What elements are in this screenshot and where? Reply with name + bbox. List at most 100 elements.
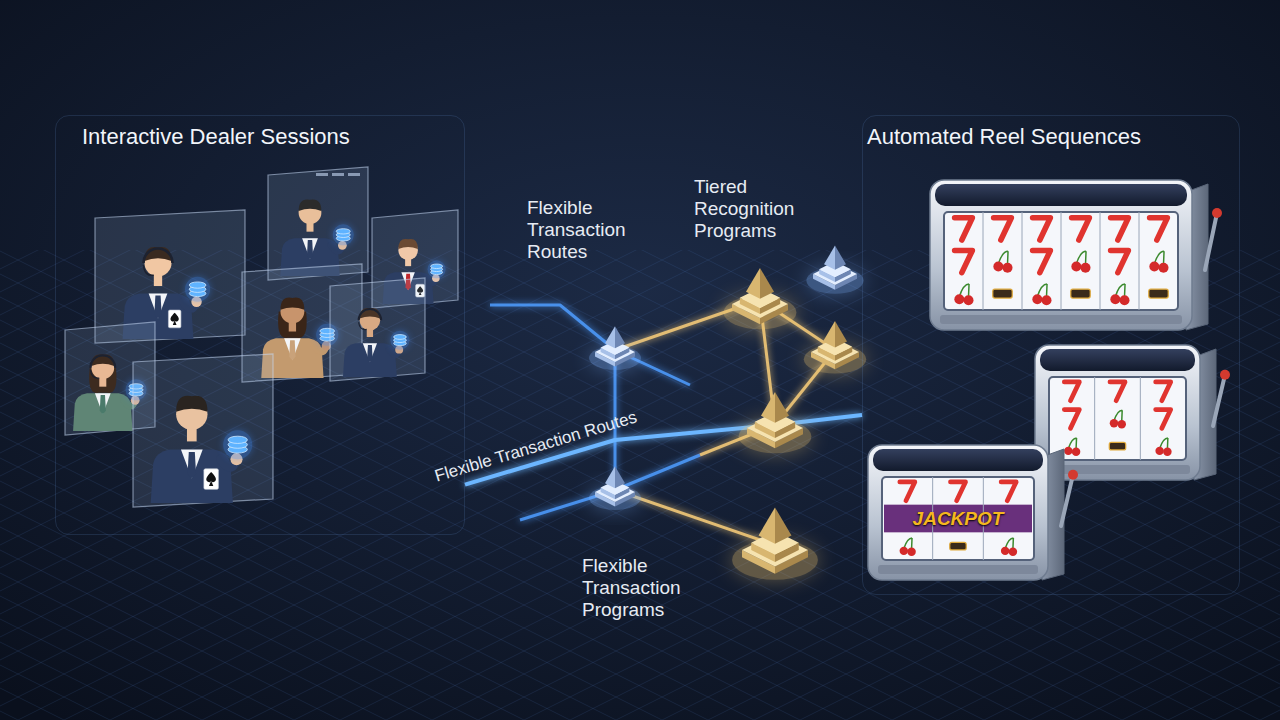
callout-label: Flexible Transaction Programs: [582, 555, 722, 621]
shirt: [363, 343, 377, 362]
seven-symbol: [994, 218, 1012, 240]
pyramid-face: [615, 326, 625, 348]
seven-symbol: [1033, 250, 1051, 272]
reel-divider: [1061, 212, 1062, 310]
grid-line: [464, 250, 1280, 720]
pyramid-face: [775, 507, 792, 543]
lever-arm: [1205, 213, 1217, 270]
grid-line: [0, 250, 1280, 720]
cherry-symbol: [1001, 547, 1009, 555]
grid-line: [418, 250, 1280, 720]
bar-symbol: [1149, 289, 1168, 298]
slot-machine: [868, 445, 1078, 580]
grid-line: [0, 250, 630, 720]
cherry-symbol: [1159, 263, 1169, 273]
jackpot-text: JACKPOT: [882, 505, 1034, 533]
seven-symbol: [1001, 482, 1016, 501]
bar-symbol: [1109, 442, 1125, 450]
pyramid-face: [615, 466, 625, 488]
grid-line: [0, 250, 386, 720]
dealer-panel: [133, 354, 273, 507]
grid-line: [326, 250, 1280, 720]
tie: [188, 452, 196, 479]
cherry-symbol: [907, 548, 915, 556]
grid-line: [0, 250, 1280, 720]
grid-line: [0, 250, 938, 720]
shirt: [149, 293, 168, 318]
video-panel: [133, 354, 273, 507]
tier-pyramid: [589, 326, 641, 370]
cherry-symbol: [1081, 263, 1091, 273]
pyramid-face: [760, 268, 774, 299]
lever-knob: [1220, 370, 1230, 380]
grid-line: [340, 250, 1280, 720]
reel-divider: [1140, 377, 1141, 460]
hair: [280, 298, 304, 310]
tier-pyramid: [724, 268, 797, 329]
grid-line: [96, 250, 1280, 720]
reel-window: [1049, 377, 1186, 460]
grid-line: [1260, 250, 1280, 720]
panel-bar: [332, 173, 344, 176]
headset-mic: [143, 265, 153, 275]
headset: [143, 248, 172, 263]
dealer-panels: [65, 167, 458, 507]
pyramid-face: [835, 321, 847, 347]
seven-symbol: [1150, 218, 1168, 240]
grid-line: [524, 250, 1280, 720]
coin-tray: [1045, 465, 1190, 474]
network-lines: [490, 300, 835, 545]
grid-line: [0, 250, 248, 720]
grid-line: [1200, 250, 1280, 720]
spade-symbol: [206, 472, 216, 486]
cherry-symbol: [900, 547, 908, 555]
floor-grid: [0, 250, 1280, 720]
casino-chip: [394, 335, 407, 340]
grid-line: [1214, 250, 1280, 720]
shirt: [302, 238, 318, 259]
coin-tray: [878, 565, 1038, 574]
cherry-symbol: [1072, 448, 1080, 456]
tier-pyramid: [804, 321, 866, 374]
chip-glow: [390, 331, 409, 350]
cherry-symbol: [1003, 263, 1013, 273]
reel-divider: [1100, 212, 1101, 310]
seven-symbol: [1064, 410, 1079, 429]
machine-cap: [873, 449, 1043, 471]
bar-symbol: [1071, 289, 1090, 298]
headset-mic: [359, 322, 367, 329]
grid-line: [0, 250, 478, 720]
grid-line: [0, 250, 1280, 720]
grid-line: [18, 250, 1280, 720]
tie: [154, 296, 161, 319]
grid-line: [188, 250, 1280, 720]
machine-cap: [935, 184, 1187, 206]
hair: [176, 396, 207, 412]
grid-line: [754, 250, 1280, 720]
grid-line: [648, 250, 1280, 720]
grid-line: [0, 250, 906, 720]
panel-bar: [348, 173, 360, 176]
pyramid-face: [746, 268, 760, 299]
machine-body: [930, 180, 1192, 330]
grid-line: [740, 250, 1280, 720]
lever-knob: [1212, 208, 1222, 218]
grid-line: [0, 250, 524, 720]
video-panel: [268, 167, 368, 280]
pyramid-face: [605, 326, 615, 348]
grid-line: [372, 250, 1280, 720]
grid-line: [510, 250, 1280, 720]
panel-bar: [316, 173, 328, 176]
cherry-symbol: [1064, 447, 1072, 455]
pyramid-face: [823, 321, 835, 347]
reel-divider: [1094, 377, 1095, 460]
callout-label: Flexible Transaction Routes: [527, 197, 667, 263]
cherry-symbol: [1120, 295, 1130, 305]
grid-line: [280, 250, 1280, 720]
route-line: [490, 305, 690, 385]
reel-divider: [983, 212, 984, 310]
machine-cap: [1040, 349, 1195, 371]
seven-symbol: [1064, 382, 1079, 401]
slot-machine: [930, 180, 1222, 330]
